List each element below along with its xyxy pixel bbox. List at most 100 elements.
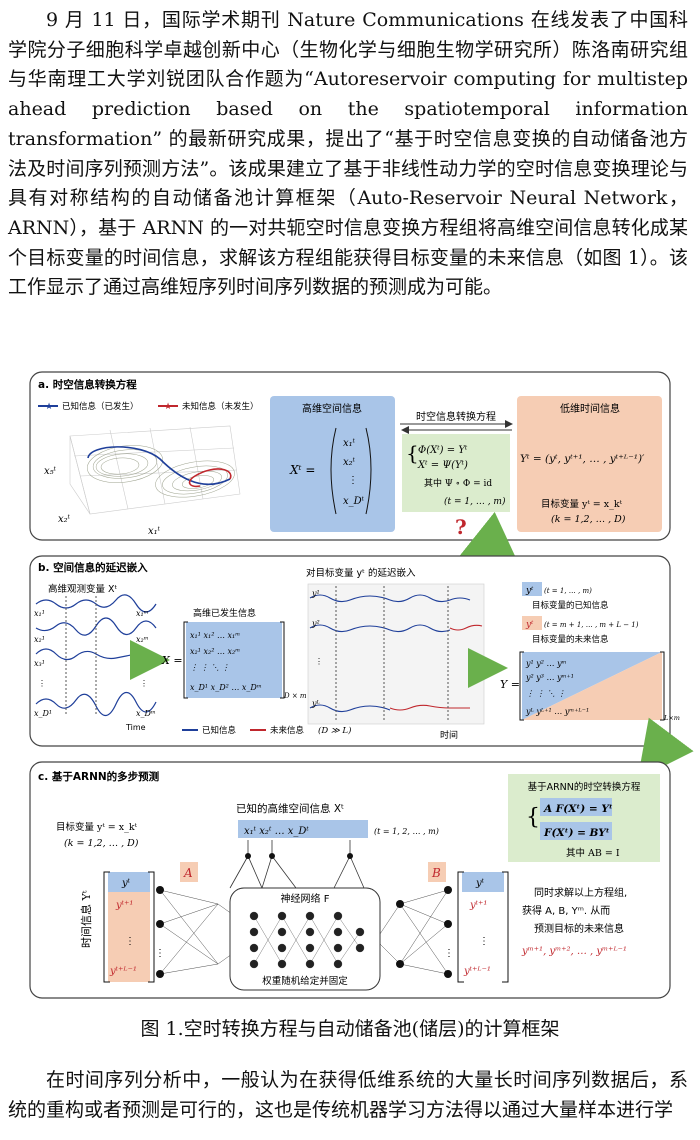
axis-x2: x₂ᵗ bbox=[58, 514, 71, 525]
svg-text:y¹: y¹ bbox=[311, 589, 320, 598]
svg-text:已知的高维空间信息 Xᵗ: 已知的高维空间信息 Xᵗ bbox=[236, 802, 344, 815]
unknown-trajectory bbox=[188, 468, 232, 488]
svg-text:x₁ᵗ: x₁ᵗ bbox=[343, 438, 356, 449]
panel-b-title: b. 空间信息的延迟嵌入 bbox=[38, 561, 148, 574]
svg-text:⋮: ⋮ bbox=[155, 948, 165, 959]
svg-text:(t = 1, … , m): (t = 1, … , m) bbox=[544, 587, 592, 595]
svg-text:其中 Ψ ∘ Φ = id: 其中 Ψ ∘ Φ = id bbox=[424, 477, 492, 489]
svg-text:x₁¹ x₁² … x₁ᵐ: x₁¹ x₁² … x₁ᵐ bbox=[190, 631, 240, 640]
svg-text:x_Dᵗ: x_Dᵗ bbox=[343, 496, 365, 507]
svg-text:B: B bbox=[431, 866, 441, 880]
svg-text:x₁¹: x₁¹ bbox=[34, 609, 45, 618]
arnn-equation-box bbox=[508, 774, 660, 862]
svg-text:Xᵗ =: Xᵗ = bbox=[289, 463, 315, 477]
time-info-label: 时间信息 Yᵗ bbox=[79, 890, 93, 948]
svg-text:Xᵗ = Ψ(Yᵗ): Xᵗ = Ψ(Yᵗ) bbox=[417, 460, 468, 471]
x-matrix bbox=[186, 622, 282, 698]
svg-text:x_Dᵐ: x_Dᵐ bbox=[136, 709, 156, 718]
svg-text:D × m: D × m bbox=[283, 692, 307, 700]
body-paragraph: 在时间序列分析中，一般认为在获得低维系统的大量长时间序列数据后，系统的重构或者预… bbox=[8, 1069, 688, 1121]
svg-text:(t = m + 1, … , m + L − 1): (t = m + 1, … , m + L − 1) bbox=[544, 621, 639, 629]
legend-unknown: 未知信息（未发生） bbox=[182, 401, 259, 412]
svg-text:获得 A, B, Yᵐ. 从而: 获得 A, B, Yᵐ. 从而 bbox=[522, 905, 610, 917]
svg-text:(k = 1,2, … , D): (k = 1,2, … , D) bbox=[551, 514, 626, 525]
svg-text:⋮: ⋮ bbox=[348, 475, 358, 486]
svg-text:L×m: L×m bbox=[663, 714, 680, 722]
legend-known: 已知信息（已发生） bbox=[62, 401, 139, 412]
svg-text:A F(Xᵗ) = Yᵗ: A F(Xᵗ) = Yᵗ bbox=[543, 803, 613, 815]
svg-text:已知信息: 已知信息 bbox=[202, 725, 237, 736]
intro-paragraph: 9 月 11 日，国际学术期刊 Nature Communications 在线… bbox=[8, 9, 688, 299]
svg-text:(D ≫ L): (D ≫ L) bbox=[318, 725, 351, 736]
svg-text:y² y³ … yᵐ⁺¹: y² y³ … yᵐ⁺¹ bbox=[525, 673, 574, 682]
svg-text:Φ(Xᵗ) = Yᵗ: Φ(Xᵗ) = Yᵗ bbox=[418, 445, 468, 456]
svg-text:⋮: ⋮ bbox=[444, 948, 454, 959]
svg-text:目标变量 yᵗ = x_kᵗ: 目标变量 yᵗ = x_kᵗ bbox=[541, 498, 623, 510]
svg-text:y¹ y² … yᵐ: y¹ y² … yᵐ bbox=[525, 659, 567, 668]
svg-text:F(Xᵗ) = BYᵗ: F(Xᵗ) = BYᵗ bbox=[543, 827, 610, 839]
svg-text:x₁ᵐ: x₁ᵐ bbox=[136, 609, 149, 618]
svg-text:A: A bbox=[183, 866, 193, 880]
svg-text:x₂ᵗ: x₂ᵗ bbox=[343, 457, 356, 468]
svg-text:对目标变量 yᵗ 的延迟嵌入: 对目标变量 yᵗ 的延迟嵌入 bbox=[306, 567, 416, 579]
svg-text:未来信息: 未来信息 bbox=[270, 725, 305, 736]
svg-text:时间: 时间 bbox=[440, 729, 458, 741]
svg-text:权重随机给定并固定: 权重随机给定并固定 bbox=[262, 975, 348, 987]
svg-text:神经网络 F: 神经网络 F bbox=[281, 892, 330, 905]
svg-text:x₃¹: x₃¹ bbox=[34, 659, 45, 668]
svg-text:x₂¹ x₂² … x₂ᵐ: x₂¹ x₂² … x₂ᵐ bbox=[190, 647, 240, 656]
svg-text:目标变量的未来信息: 目标变量的未来信息 bbox=[532, 634, 609, 645]
svg-text:低维时间信息: 低维时间信息 bbox=[560, 402, 620, 415]
svg-text:时空信息转换方程: 时空信息转换方程 bbox=[416, 410, 496, 423]
svg-text:yᴸ yᴸ⁺¹ … yᵐ⁺ᴸ⁻¹: yᴸ yᴸ⁺¹ … yᵐ⁺ᴸ⁻¹ bbox=[525, 707, 589, 716]
svg-text:x₂¹: x₂¹ bbox=[34, 635, 45, 644]
svg-text:x_D¹: x_D¹ bbox=[34, 709, 52, 718]
svg-text:yᴸ: yᴸ bbox=[311, 699, 321, 708]
svg-text:yᵗ: yᵗ bbox=[475, 878, 485, 889]
svg-text:Time: Time bbox=[125, 723, 146, 732]
svg-text:yᵗ⁺ᴸ⁻¹: yᵗ⁺ᴸ⁻¹ bbox=[109, 966, 137, 977]
svg-text:基于ARNN的时空转换方程: 基于ARNN的时空转换方程 bbox=[528, 781, 641, 793]
panel-a-title: a. 时空信息转换方程 bbox=[38, 378, 137, 391]
delay-series bbox=[309, 586, 483, 722]
svg-text:(t = 1, 2, … , m): (t = 1, 2, … , m) bbox=[374, 827, 439, 836]
svg-text:预测目标的未来信息: 预测目标的未来信息 bbox=[534, 922, 624, 935]
svg-text:yᵗ⁺ᴸ⁻¹: yᵗ⁺ᴸ⁻¹ bbox=[463, 966, 491, 977]
svg-text:yᵗ: yᵗ bbox=[121, 878, 131, 889]
svg-text:X =: X = bbox=[161, 654, 183, 667]
svg-text:⋮: ⋮ bbox=[140, 679, 148, 688]
svg-text:Yᵗ = (yᵗ, yᵗ⁺¹, … , yᵗ⁺ᴸ⁻¹)′: Yᵗ = (yᵗ, yᵗ⁺¹, … , yᵗ⁺ᴸ⁻¹)′ bbox=[520, 453, 645, 465]
svg-text:⋮: ⋮ bbox=[125, 936, 135, 947]
input-vector bbox=[238, 820, 368, 838]
svg-text:x₃ᵐ: x₃ᵐ bbox=[136, 659, 149, 668]
neural-network bbox=[229, 887, 381, 991]
svg-text:(t = 1, … , m): (t = 1, … , m) bbox=[444, 496, 506, 507]
svg-text:★: ★ bbox=[45, 402, 53, 412]
axis-x1: x₁ᵗ bbox=[148, 526, 161, 537]
svg-text:其中 AB = I: 其中 AB = I bbox=[566, 847, 620, 859]
svg-text:⋮: ⋮ bbox=[315, 657, 323, 666]
svg-text:yᵗ⁺¹: yᵗ⁺¹ bbox=[469, 900, 487, 911]
question-mark: ? bbox=[455, 515, 467, 539]
svg-text:y²: y² bbox=[311, 619, 320, 628]
svg-text:同时求解以上方程组,: 同时求解以上方程组, bbox=[534, 886, 627, 899]
svg-text:⋮: ⋮ bbox=[38, 679, 46, 688]
svg-text:yᵐ⁺¹, yᵐ⁺², … , yᵐ⁺ᴸ⁻¹: yᵐ⁺¹, yᵐ⁺², … , yᵐ⁺ᴸ⁻¹ bbox=[521, 946, 627, 957]
svg-text:yᵗ: yᵗ bbox=[525, 620, 534, 630]
svg-text:高维空间信息: 高维空间信息 bbox=[302, 402, 362, 415]
y-matrix-future bbox=[522, 652, 662, 720]
axis-x5: x₅ᵗ bbox=[44, 466, 57, 477]
svg-text:目标变量 yᵗ = x_kᵗ: 目标变量 yᵗ = x_kᵗ bbox=[56, 821, 138, 833]
high-dim-box bbox=[270, 396, 395, 532]
svg-text:⋮ ⋮ ⋱ ⋮: ⋮ ⋮ ⋱ ⋮ bbox=[526, 689, 566, 698]
low-dim-box bbox=[517, 396, 662, 532]
svg-text:⋮ ⋮ ⋱ ⋮: ⋮ ⋮ ⋱ ⋮ bbox=[190, 663, 230, 672]
svg-text:高维观测变量 Xᵗ: 高维观测变量 Xᵗ bbox=[48, 583, 118, 595]
svg-text:x_D¹ x_D² … x_Dᵐ: x_D¹ x_D² … x_Dᵐ bbox=[190, 683, 262, 692]
arnn-figure: a. 时空信息转换方程 ★ 已知信息（已发生） ★ 未知信息（未发生） x₅ᵗ … bbox=[29, 371, 694, 999]
svg-text:⋮: ⋮ bbox=[479, 936, 489, 947]
known-trajectory bbox=[87, 446, 231, 485]
svg-text:{: { bbox=[406, 441, 419, 465]
svg-text:目标变量的已知信息: 目标变量的已知信息 bbox=[532, 600, 609, 611]
svg-text:{: { bbox=[526, 805, 540, 830]
